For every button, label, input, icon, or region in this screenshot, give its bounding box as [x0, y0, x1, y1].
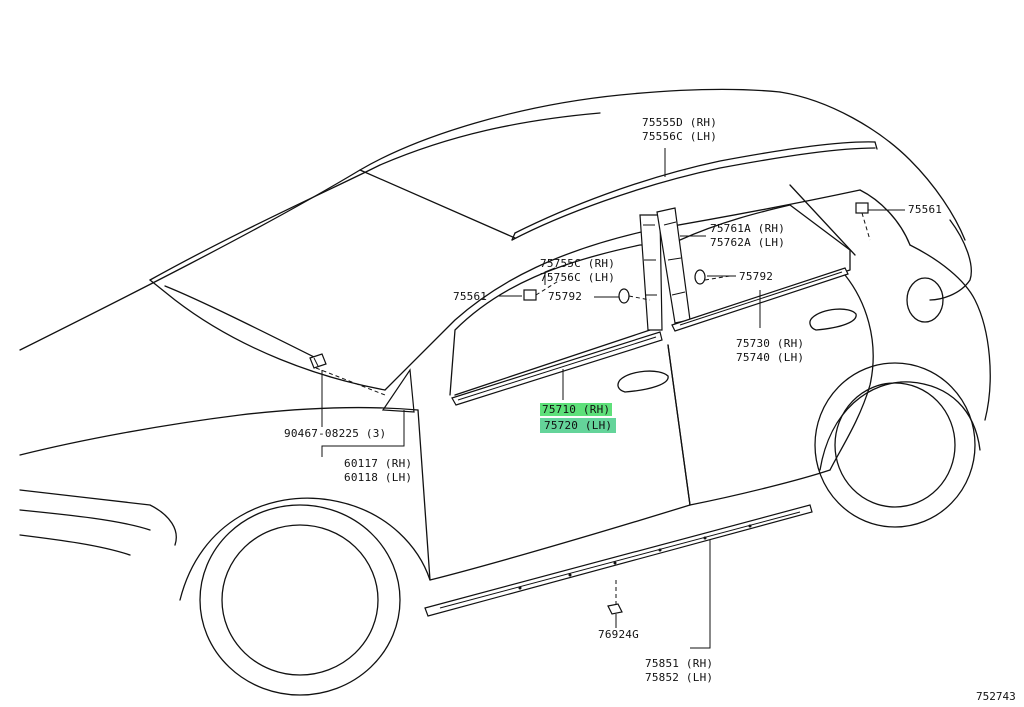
callout-rocker-molding-lh: 75852 (LH)	[645, 671, 714, 684]
clip-75561-rear	[855, 202, 869, 214]
callout-roof-molding-lh: 75556C (LH)	[642, 130, 718, 143]
callout-corner-garnish: 60117 (RH) 60118 (LH)	[344, 457, 412, 485]
diagram-reference-code: 752743	[976, 690, 1016, 703]
clip-75561-front	[523, 289, 537, 301]
callout-rear-belt-molding-rh: 75730 (RH)	[736, 337, 805, 350]
callout-rear-pillar-garnish-rh: 75761A (RH)	[710, 222, 786, 235]
clip-76924g	[607, 603, 623, 615]
callout-rocker-molding: 75851 (RH) 75852 (LH)	[645, 657, 713, 685]
callout-corner-garnish-rh: 60117 (RH)	[344, 457, 413, 470]
callout-front-clip-small: 75792	[548, 290, 583, 303]
callout-roof-molding-rh: 75555D (RH)	[642, 116, 718, 129]
clip-75792-rear	[694, 269, 706, 285]
callout-rocker-molding-rh: 75851 (RH)	[645, 657, 714, 670]
callout-front-pillar-garnish-rh: 75755C (RH)	[540, 257, 616, 270]
callout-rear-pillar-garnish-lh: 75762A (LH)	[710, 236, 786, 249]
callout-front-belt-molding: 75710 (RH) 75720 (LH)	[540, 403, 617, 433]
screw-90467	[309, 353, 327, 369]
callout-rear-clip-small: 75792	[739, 270, 774, 283]
callout-rear-belt-molding: 75730 (RH) 75740 (LH)	[736, 337, 804, 365]
callout-rear-pillar-garnish: 75761A (RH) 75762A (LH)	[710, 222, 785, 250]
callout-front-belt-molding-rh: 75710 (RH)	[540, 403, 613, 416]
callout-front-pillar-garnish: 75755C (RH) 75756C (LH)	[540, 257, 615, 285]
clip-75792-front	[618, 288, 630, 304]
callout-rear-clip: 75561	[908, 203, 943, 216]
callout-roof-molding: 75555D (RH) 75556C (LH)	[642, 116, 717, 144]
callout-corner-garnish-lh: 60118 (LH)	[344, 471, 413, 484]
callout-rocker-clip: 76924G	[598, 628, 639, 641]
callout-rear-belt-molding-lh: 75740 (LH)	[736, 351, 805, 364]
callout-front-pillar-garnish-lh: 75756C (LH)	[540, 271, 616, 284]
callout-front-belt-molding-lh: 75720 (LH)	[540, 418, 617, 433]
callout-front-clip: 75561	[453, 290, 488, 303]
callout-screw: 90467-08225 (3)	[284, 427, 387, 440]
